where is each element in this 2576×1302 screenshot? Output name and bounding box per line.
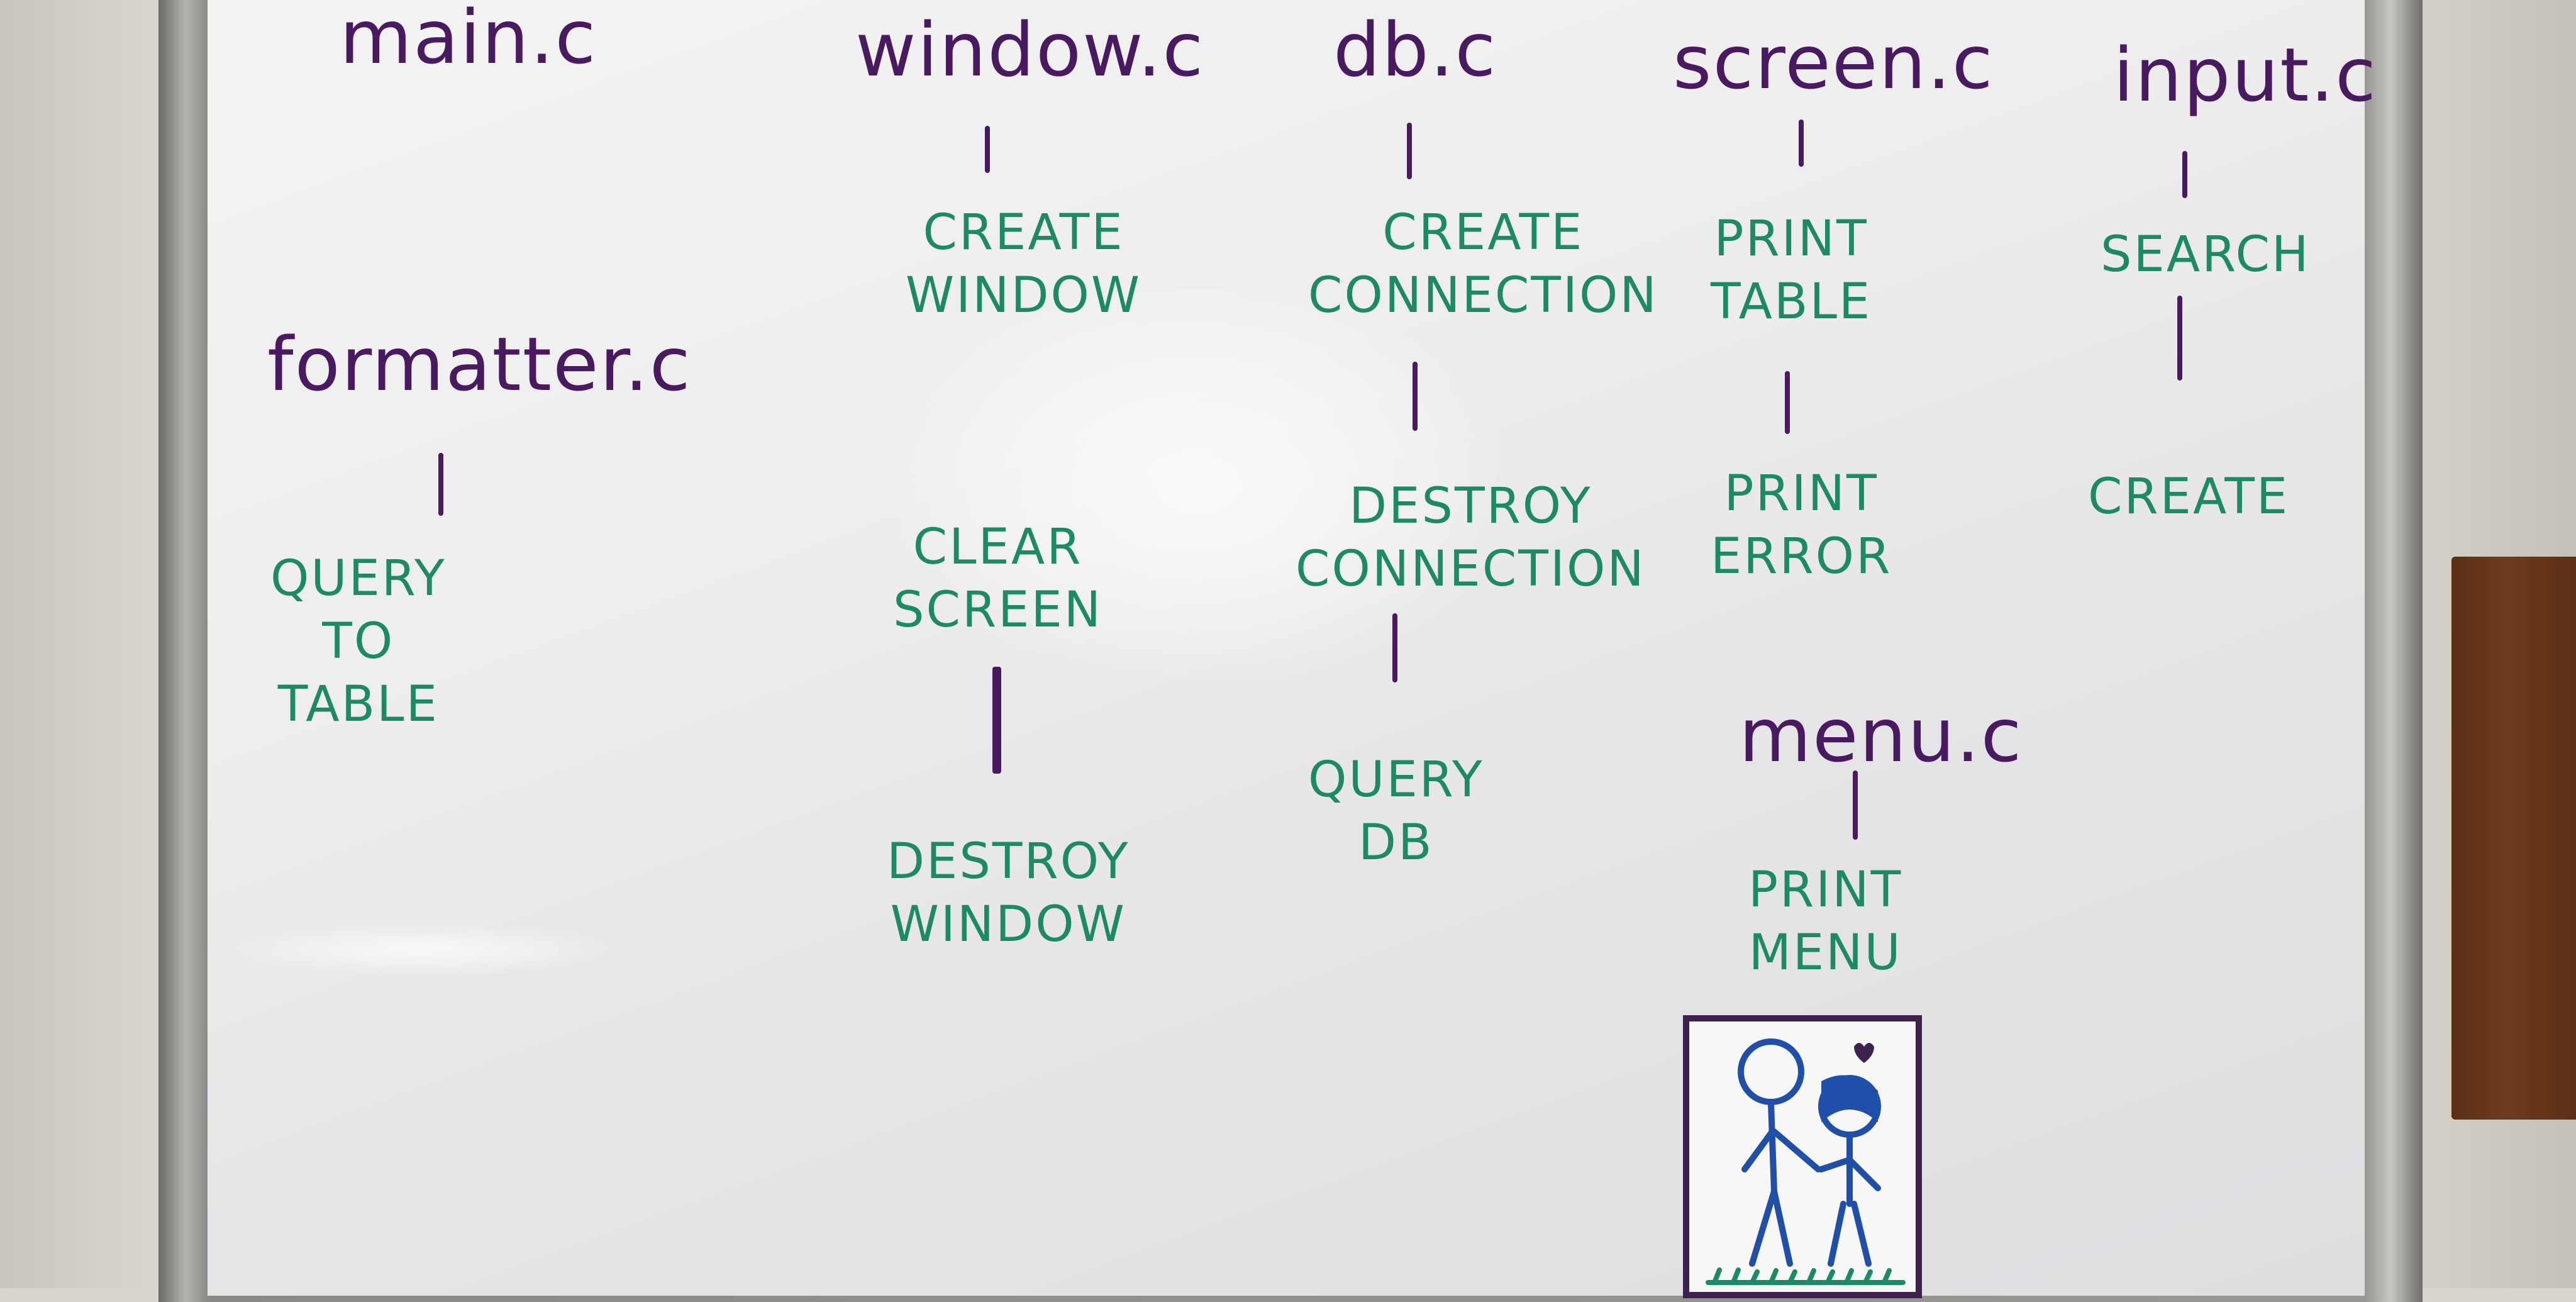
connector-input-c <box>2182 151 2187 198</box>
connector-print-table-to-error <box>1785 371 1790 434</box>
fn-print-table: PRINT TABLE <box>1711 211 1872 330</box>
file-formatter-c: formatter.c <box>267 321 692 408</box>
fn-print-menu: PRINT MENU <box>1748 862 1903 981</box>
fn-query-db: QUERY DB <box>1308 752 1484 871</box>
fn-clear-screen: CLEAR SCREEN <box>893 519 1103 638</box>
fn-query-to-table: QUERY TO TABLE <box>270 550 447 733</box>
fn-create-connection: CREATE CONNECTION <box>1308 204 1658 324</box>
boy-head <box>1738 1038 1804 1105</box>
fn-destroy-connection: DESTROY CONNECTION <box>1296 478 1646 598</box>
connector-clear-to-destroy <box>992 667 1001 774</box>
connector-formatter-c <box>438 453 443 516</box>
wooden-panel <box>2451 557 2576 1120</box>
fn-create: CREATE <box>2088 469 2290 525</box>
connector-create-to-destroy-connection <box>1413 362 1418 431</box>
file-menu-c: menu.c <box>1739 692 2023 779</box>
file-input-c: input.c <box>2113 31 2377 118</box>
file-screen-c: screen.c <box>1673 19 1994 106</box>
stick-figure-sticker <box>1683 1015 1922 1298</box>
fn-print-error: PRINT ERROR <box>1711 465 1892 585</box>
fn-create-window: CREATE WINDOW <box>906 204 1142 324</box>
fn-destroy-window: DESTROY WINDOW <box>887 833 1130 953</box>
light-glare-bottom <box>233 925 610 975</box>
girl-hair <box>1821 1075 1878 1122</box>
file-window-c: window.c <box>855 6 1205 93</box>
connector-destroy-to-query <box>1392 613 1397 682</box>
file-db-c: db.c <box>1333 6 1497 93</box>
heart-icon <box>1854 1043 1874 1063</box>
connector-window-c <box>985 126 990 173</box>
connector-screen-c <box>1799 120 1804 167</box>
connector-db-c <box>1407 123 1412 179</box>
connector-menu-c <box>1853 771 1858 840</box>
file-main-c: main.c <box>340 0 597 81</box>
connector-search-to-create <box>2177 296 2182 381</box>
whiteboard <box>208 0 2365 1296</box>
stick-figures-drawing <box>1706 1038 1906 1285</box>
fn-search: SEARCH <box>2101 226 2311 283</box>
